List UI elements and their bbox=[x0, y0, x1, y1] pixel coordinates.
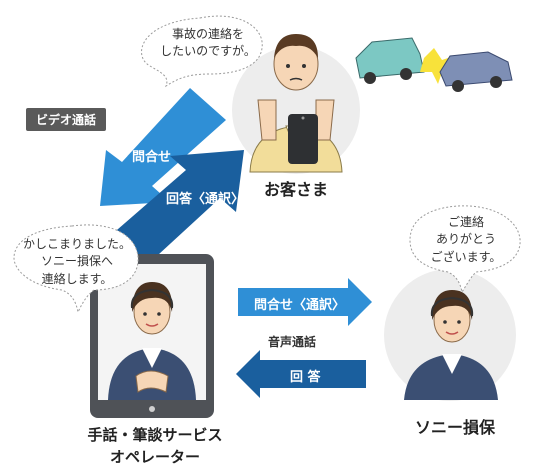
voice-call-label: 音声通話 bbox=[268, 335, 317, 349]
sony-staff-figure bbox=[404, 290, 498, 400]
arrow-answer-to-operator bbox=[236, 350, 366, 398]
arrow-inquiry-label: 問合せ bbox=[132, 150, 172, 165]
headset-icon bbox=[130, 288, 174, 309]
customer-speech-bubble bbox=[141, 15, 263, 88]
sony-headset-icon bbox=[430, 296, 474, 317]
arrow-answer-label: 回 答 bbox=[290, 370, 321, 385]
customer-figure bbox=[249, 34, 343, 173]
operator-tablet bbox=[90, 254, 214, 418]
customer-speech-text: 事故の連絡を したいのですが。 bbox=[160, 27, 256, 59]
operator-speech-text: かしこまりました。 ソニー損保へ 連絡します。 bbox=[22, 237, 131, 286]
operator-label-line2: オペレーター bbox=[109, 448, 200, 466]
video-call-tag: ビデオ通話 bbox=[26, 108, 107, 131]
phone-icon bbox=[288, 114, 318, 164]
sony-label: ソニー損保 bbox=[414, 418, 495, 437]
operator-speech-bubble bbox=[13, 224, 139, 314]
customer-label: お客さま bbox=[263, 180, 328, 199]
arrow-answer-to-customer bbox=[110, 150, 244, 266]
arrow-inquiry-interp-label: 問合せ〈通訳〉 bbox=[254, 298, 346, 313]
sony-speech-bubble bbox=[409, 205, 521, 294]
arrow-inquiry-to-operator bbox=[100, 88, 226, 206]
car-crash-icon bbox=[355, 37, 513, 92]
arrow-inquiry-to-sony bbox=[238, 278, 372, 326]
sony-speech-text: ご連絡 ありがとう ございます。 bbox=[430, 215, 502, 264]
arrow-answer-interp-label: 回答〈通訳〉 bbox=[166, 192, 245, 207]
operator-label-line1: 手話・筆談サービス bbox=[87, 426, 223, 444]
